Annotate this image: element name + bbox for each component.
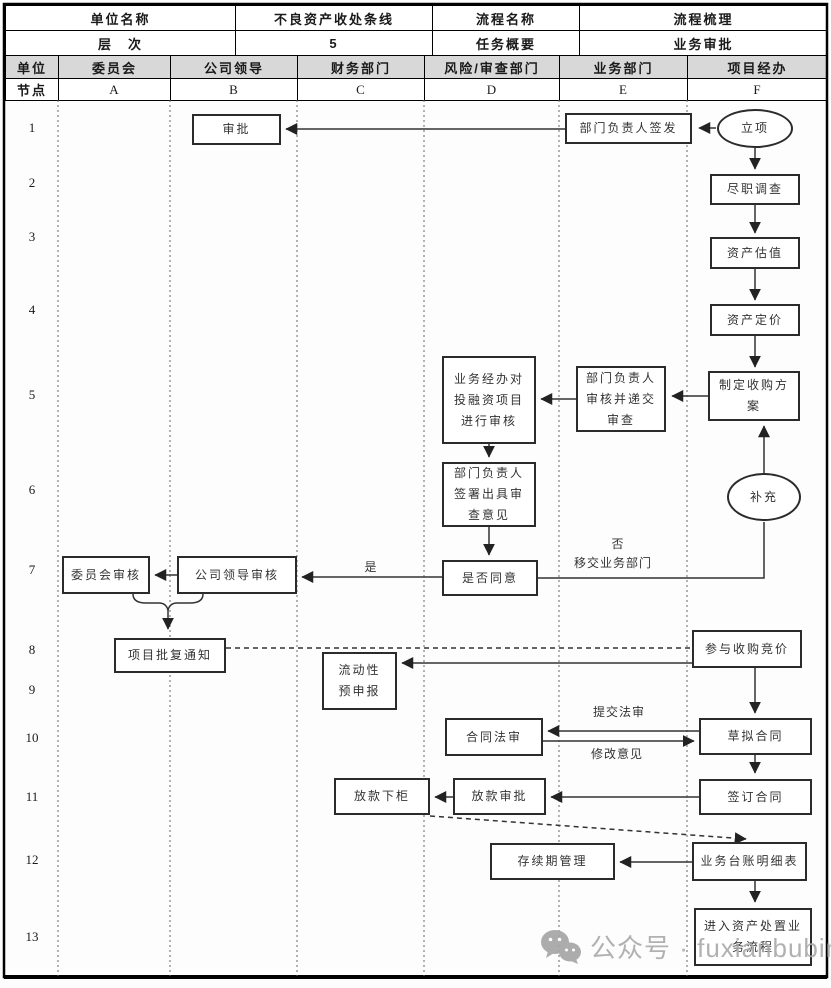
flow-node-disbursement: 放款下柜 — [334, 778, 430, 815]
lane-header-committee: 委员会 — [58, 55, 171, 79]
flow-node-project-initiation: 立项 — [717, 109, 793, 148]
lane-code-e: E — [559, 78, 688, 101]
flow-node-acquisition-plan: 制定收购方案 — [708, 371, 800, 421]
flow-node-liquidity-prefiling: 流动性预申报 — [322, 652, 397, 710]
header-process-name-value: 流程梳理 — [579, 5, 828, 31]
flow-node-business-ledger: 业务台账明细表 — [692, 842, 807, 881]
flow-node-asset-pricing: 资产定价 — [710, 304, 800, 336]
row-number-4: 4 — [28, 302, 36, 317]
lane-header-finance: 财务部门 — [297, 55, 425, 79]
flow-node-dept-head-sign-issue: 部门负责人签发 — [565, 113, 692, 144]
flow-node-asset-disposal-process: 进入资产处置业务流程 — [694, 908, 812, 966]
header-unit-name-label: 单位名称 — [5, 5, 236, 31]
row-number-9: 9 — [28, 682, 36, 697]
row-number-2: 2 — [28, 175, 36, 190]
row-number-7: 7 — [28, 562, 36, 577]
flow-node-loan-approval: 放款审批 — [453, 778, 546, 815]
lane-code-b: B — [170, 78, 298, 101]
flow-node-duration-management: 存续期管理 — [490, 843, 615, 880]
flow-node-supplement: 补充 — [727, 473, 801, 521]
flow-node-sign-contract: 签订合同 — [699, 779, 812, 815]
flow-node-dept-head-review-submit: 部门负责人审核并递交审查 — [576, 366, 666, 432]
wechat-icon — [541, 929, 581, 964]
flow-node-agree-decision: 是否同意 — [442, 560, 538, 596]
lane-header-project-handler: 项目经办 — [687, 55, 828, 79]
row-number-11: 11 — [25, 789, 39, 804]
row-number-3: 3 — [28, 229, 36, 244]
watermark-text: 公众号 · fuxianbubin — [590, 933, 831, 963]
flow-node-business-review: 业务经办对投融资项目进行审核 — [442, 356, 536, 444]
edge-label-revision-comments: 修改意见 — [590, 747, 643, 761]
row-number-6: 6 — [28, 482, 36, 497]
flow-node-asset-valuation: 资产估值 — [710, 237, 800, 269]
header-task-summary-label: 任务概要 — [432, 30, 580, 56]
row-number-10: 10 — [25, 730, 39, 745]
flow-node-committee-review: 委员会审核 — [62, 556, 150, 594]
flow-node-approve: 审批 — [192, 114, 281, 145]
flow-node-leadership-review: 公司领导审核 — [177, 556, 297, 594]
lane-header-risk-review: 风险/审查部门 — [424, 55, 560, 79]
row-number-1: 1 — [28, 120, 36, 135]
edge-label-yes: 是 — [364, 560, 378, 574]
flow-node-contract-legal-review: 合同法审 — [445, 718, 543, 756]
edge-label-transfer-to-business: 移交业务部门 — [573, 556, 652, 570]
lane-header-leadership: 公司领导 — [170, 55, 298, 79]
edge-label-no: 否 — [611, 537, 625, 551]
header-unit-name-value: 不良资产收处条线 — [235, 5, 433, 31]
header-level-label: 层 次 — [5, 30, 236, 56]
header-process-name-label: 流程名称 — [432, 5, 580, 31]
row-number-5: 5 — [28, 387, 36, 402]
row-number-8: 8 — [28, 642, 36, 657]
row-number-12: 12 — [25, 852, 39, 867]
flow-node-sign-review-opinion: 部门负责人签署出具审查意见 — [442, 462, 536, 527]
lane-header-unit: 单位 — [5, 55, 59, 79]
flow-node-bidding: 参与收购竞价 — [692, 630, 802, 668]
lane-header-business: 业务部门 — [559, 55, 688, 79]
flow-node-due-diligence: 尽职调查 — [710, 174, 800, 205]
node-row-label: 节点 — [5, 78, 59, 101]
flow-node-draft-contract: 草拟合同 — [699, 718, 812, 755]
edge-label-submit-legal-review: 提交法审 — [592, 705, 645, 719]
row-number-13: 13 — [25, 929, 39, 944]
watermark: 公众号 · fuxianbubin — [540, 928, 831, 965]
flow-node-approval-notice: 项目批复通知 — [114, 638, 226, 673]
